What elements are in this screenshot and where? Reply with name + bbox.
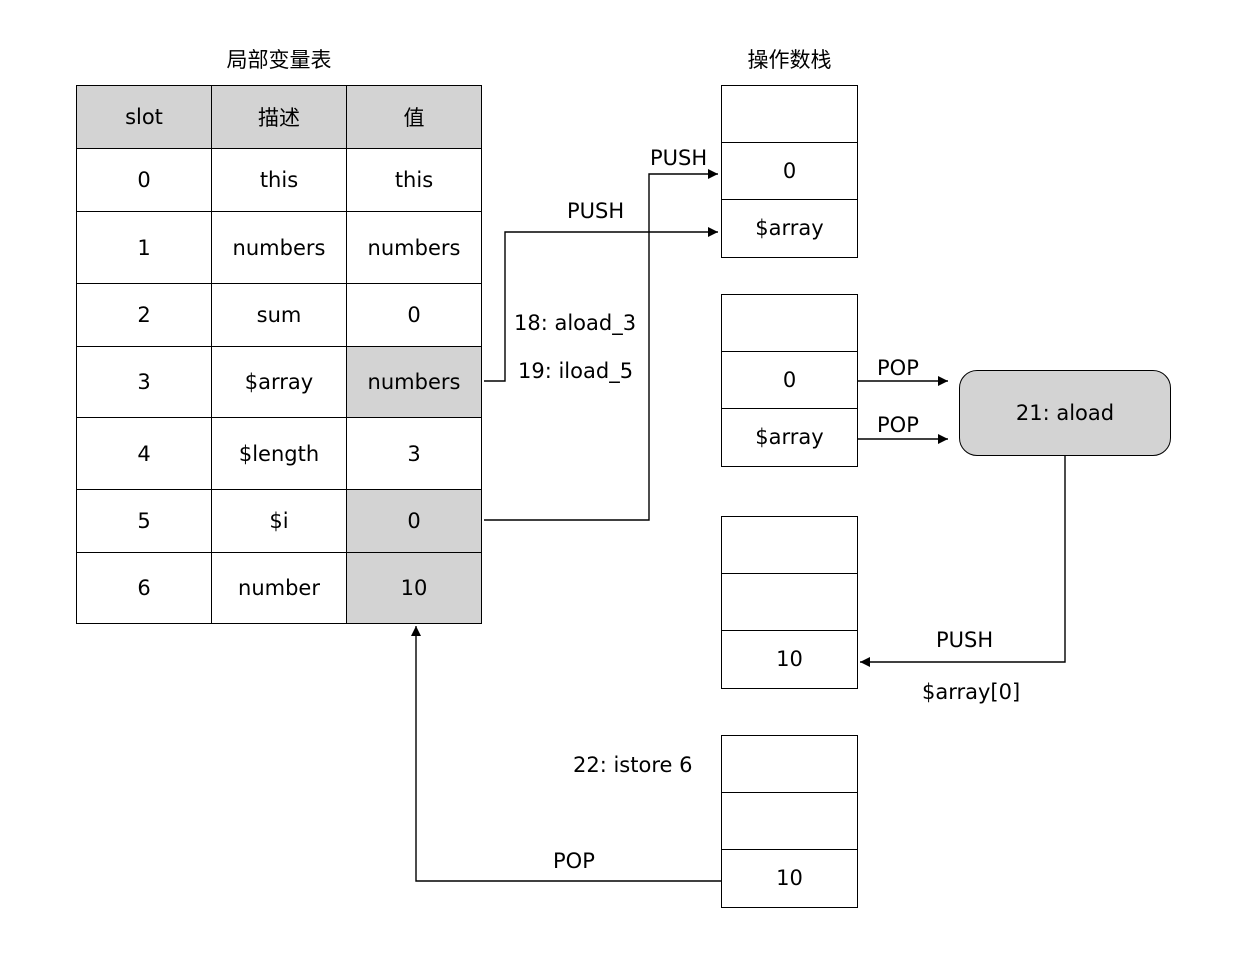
header-slot: slot xyxy=(76,85,212,149)
desc-cell: $length xyxy=(211,417,347,490)
pop-label-2: POP xyxy=(877,413,919,437)
arrow-istore xyxy=(411,626,721,882)
operand-stack-3: 10 xyxy=(721,516,858,689)
table-row: 4 $length 3 xyxy=(76,417,482,490)
arrow-aload3 xyxy=(484,227,718,382)
stack-cell: 10 xyxy=(721,849,858,908)
operand-stack-title: 操作数栈 xyxy=(747,48,832,72)
value-cell: this xyxy=(346,148,482,212)
operand-stack-4: 10 xyxy=(721,735,858,908)
push-result-label: PUSH xyxy=(936,628,994,652)
local-var-table-title: 局部变量表 xyxy=(226,48,332,72)
operand-stack-1: 0 $array xyxy=(721,85,858,258)
push-label-mid: PUSH xyxy=(567,199,625,223)
slot-cell: 5 xyxy=(76,489,212,553)
desc-cell: number xyxy=(211,552,347,624)
pop-label-1: POP xyxy=(877,356,919,380)
table-row: 5 $i 0 xyxy=(76,489,482,553)
slot-cell: 4 xyxy=(76,417,212,490)
arrow-iload5 xyxy=(484,169,718,521)
value-cell: 3 xyxy=(346,417,482,490)
header-desc: 描述 xyxy=(211,85,347,149)
value-cell: numbers xyxy=(346,211,482,284)
push-label-top: PUSH xyxy=(650,146,708,170)
array-element-label: $array[0] xyxy=(922,680,1021,704)
table-row: 0 this this xyxy=(76,148,482,212)
value-cell-highlighted: numbers xyxy=(346,346,482,418)
table-row: 2 sum 0 xyxy=(76,283,482,347)
iload5-label: 19: iload_5 xyxy=(518,359,634,383)
aload3-label: 18: aload_3 xyxy=(514,311,637,335)
slot-cell: 1 xyxy=(76,211,212,284)
stack-cell: $array xyxy=(721,408,858,467)
slot-cell: 6 xyxy=(76,552,212,624)
stack-cell xyxy=(721,573,858,632)
stack-cell: 0 xyxy=(721,351,858,410)
aload-instruction-node: 21: aload xyxy=(959,370,1171,456)
slot-cell: 0 xyxy=(76,148,212,212)
table-row: 6 number 10 xyxy=(76,552,482,624)
arrow-push-result xyxy=(860,456,1066,667)
stack-cell: 10 xyxy=(721,630,858,689)
slot-cell: 2 xyxy=(76,283,212,347)
desc-cell: numbers xyxy=(211,211,347,284)
stack-cell: 0 xyxy=(721,142,858,201)
local-var-table: slot 描述 值 0 this this 1 numbers numbers … xyxy=(76,85,482,624)
stack-cell xyxy=(721,735,858,794)
slot-cell: 3 xyxy=(76,346,212,418)
table-row: 1 numbers numbers xyxy=(76,211,482,284)
value-cell-highlighted: 10 xyxy=(346,552,482,624)
stack-cell xyxy=(721,792,858,851)
istore-label: 22: istore 6 xyxy=(573,753,693,777)
stack-cell xyxy=(721,85,858,144)
stack-cell: $array xyxy=(721,199,858,258)
value-cell: 0 xyxy=(346,283,482,347)
operand-stack-2: 0 $array xyxy=(721,294,858,467)
value-cell-highlighted: 0 xyxy=(346,489,482,553)
table-header-row: slot 描述 值 xyxy=(76,85,482,149)
pop-store-label: POP xyxy=(553,849,595,873)
desc-cell: this xyxy=(211,148,347,212)
